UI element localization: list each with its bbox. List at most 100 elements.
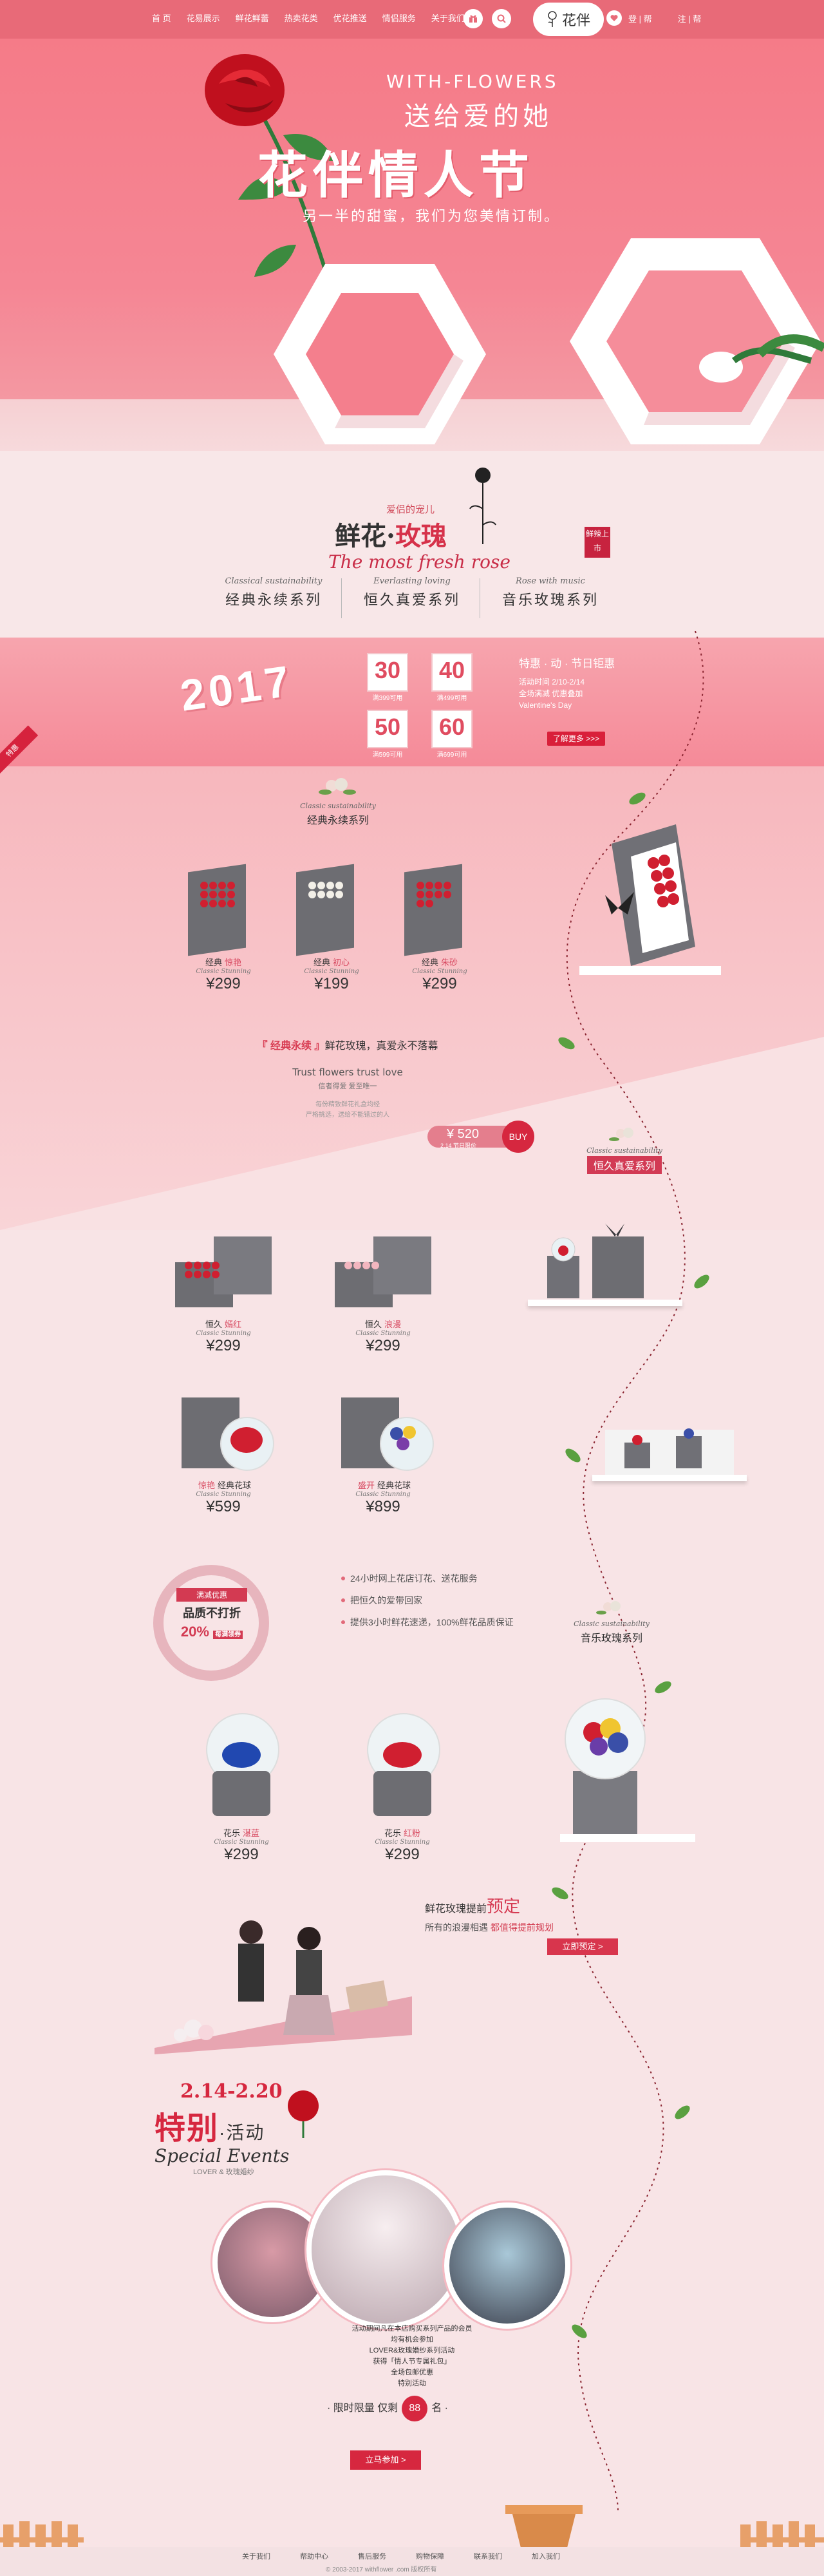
feature-block: 『 经典永续 』鲜花玫瑰，真爱永不落幕 Trust flowers trust …: [225, 1037, 470, 1121]
category-everlasting[interactable]: Everlasting loving 恒久真爱系列: [344, 576, 480, 609]
coupon-label: 满699可用: [436, 752, 467, 759]
rule-line: 均有机会参加: [391, 2336, 433, 2344]
coupon-value: 50: [374, 714, 401, 740]
product-image: [385, 862, 494, 956]
nav-item-fresh[interactable]: 鲜花鲜蕾: [235, 14, 269, 23]
service-list: 24小时网上花店订花、送花服务 把恒久的爱带回家 提供3小时鲜花速递，100%鲜…: [315, 1567, 514, 1633]
hero-line1: WITH-FLOWERS: [386, 71, 559, 92]
category-classic[interactable]: Classical sustainability 经典永续系列: [206, 576, 341, 609]
footer-link[interactable]: 购物保障: [416, 2553, 444, 2561]
promo-line: Valentine's Day: [519, 701, 572, 710]
nav-menu: 首 页 花易展示 鲜花鲜蕾 热卖花类 优花推送 情侣服务 关于我们: [152, 12, 465, 24]
product-name-a: 惊艳: [198, 1481, 215, 1490]
nav-item-home[interactable]: 首 页: [152, 14, 171, 23]
product-en: Classic Stunning: [355, 1330, 411, 1337]
promo-more-button[interactable]: 了解更多 >>>: [547, 732, 605, 746]
product-name-a: 经典: [421, 958, 438, 967]
hero-slogan: 另一半的甜蜜，我们为您美情订制。: [303, 209, 561, 225]
heart-icon[interactable]: [606, 10, 622, 26]
feature-sub: 信者得爱 爱至唯一: [318, 1083, 377, 1090]
product-card[interactable]: 经典惊艳 Classic Stunning ¥299: [169, 862, 278, 993]
nav-item-show[interactable]: 花易展示: [186, 14, 220, 23]
event-line: LOVER & 玫瑰婚纱: [193, 2168, 254, 2176]
product-image: [169, 1385, 278, 1475]
buy-button[interactable]: BUY: [502, 1121, 534, 1153]
product-card[interactable]: 经典初心 Classic Stunning ¥199: [277, 862, 386, 993]
rule-line: LOVER&玫瑰婚纱系列活动: [369, 2347, 455, 2354]
rose-sketch-icon: [469, 468, 496, 544]
flower-bouquet-icon: [609, 1128, 633, 1141]
feature-heading-a: 『 经典永续 』: [257, 1041, 325, 1052]
series-en: Classic sustainability: [574, 1620, 650, 1628]
nav-item-hot[interactable]: 热卖花类: [284, 14, 318, 23]
feature-desc: 每份精致鲜花礼盒均经严格挑选，送给不能错过的人: [225, 1100, 470, 1121]
preorder-button[interactable]: 立即预定 >: [547, 1938, 618, 1955]
product-card[interactable]: 惊艳经典花球 Classic Stunning ¥599: [169, 1385, 278, 1516]
nav-item-about[interactable]: 关于我们: [431, 14, 465, 23]
promo-line: 活动时间 2/10-2/14: [519, 677, 585, 687]
category-music[interactable]: Rose with music 音乐玫瑰系列: [483, 576, 618, 609]
join-button[interactable]: 立马参加 >: [350, 2450, 421, 2470]
limited-unit: 名 ·: [431, 2403, 449, 2414]
product-card[interactable]: 经典朱砂 Classic Stunning ¥299: [385, 862, 494, 993]
login-link[interactable]: 登 | 帮: [628, 14, 652, 24]
product-price: ¥299: [422, 975, 457, 992]
footer: 关于我们 帮助中心 售后服务 购物保障 联系我们 加入我们 © 2003-201…: [0, 2547, 824, 2576]
display-shelf: [592, 1475, 747, 1481]
divider: [341, 578, 342, 618]
footer-link[interactable]: 加入我们: [532, 2553, 560, 2561]
search-icon[interactable]: [492, 9, 511, 28]
product-card[interactable]: 花乐红粉 Classic Stunning ¥299: [348, 1707, 457, 1864]
product-en: Classic Stunning: [375, 1839, 430, 1846]
footer-link[interactable]: 帮助中心: [300, 2553, 328, 2561]
hero-line2: 送给爱的她: [404, 102, 552, 131]
feature-heading-b: 鲜花玫瑰，真爱永不落幕: [324, 1041, 438, 1052]
product-name-a: 盛开: [357, 1481, 375, 1490]
product-en: Classic Stunning: [355, 1491, 411, 1498]
series-zh: 经典永续系列: [306, 815, 369, 826]
footer-link[interactable]: 关于我们: [242, 2553, 270, 2561]
product-name-a: 恒久: [364, 1320, 382, 1329]
coupon-value: 60: [438, 714, 465, 740]
copyright: © 2003-2017 withflower .com 版权所有: [326, 2566, 437, 2573]
brand-logo[interactable]: 花伴: [533, 3, 604, 36]
footer-link[interactable]: 联系我们: [474, 2553, 502, 2561]
event-title: 特别·活动: [154, 2103, 289, 2148]
product-en: Classic Stunning: [196, 1491, 251, 1498]
wreath-percent: 20%: [180, 1624, 209, 1640]
price-tag-sub: 2.14 节日限价: [440, 1142, 477, 1149]
category-en: Rose with music: [516, 576, 585, 586]
music-box-image: [560, 1698, 695, 1842]
product-name-a: 花乐: [384, 1828, 401, 1838]
rose-icon: [288, 2090, 319, 2138]
product-card[interactable]: 恒久嫣红 Classic Stunning ¥299: [169, 1224, 278, 1355]
promo-head: 特惠 · 动 · 节日钜惠: [519, 658, 615, 670]
product-price: ¥299: [366, 1337, 400, 1354]
product-image: [277, 862, 386, 956]
product-name-a: 花乐: [223, 1828, 240, 1838]
product-price: ¥299: [385, 1846, 420, 1863]
coupon-60[interactable]: 60 满699可用: [431, 710, 473, 759]
product-en: Classic Stunning: [304, 968, 359, 975]
event-title-sub: ·活动: [219, 2123, 265, 2143]
product-card[interactable]: 恒久浪漫 Classic Stunning ¥299: [328, 1224, 438, 1355]
product-name-b: 初心: [333, 958, 350, 967]
nav-item-recommend[interactable]: 优花推送: [333, 14, 367, 23]
footer-link[interactable]: 售后服务: [358, 2553, 386, 2561]
discount-wreath[interactable]: 满减优惠 品质不打折 20% 每满领券: [153, 1565, 269, 1681]
event-date: 2.14-2.20: [180, 2080, 283, 2103]
nav-item-service[interactable]: 情侣服务: [382, 14, 416, 23]
product-card[interactable]: 盛开经典花球 Classic Stunning ¥899: [328, 1385, 438, 1516]
register-link[interactable]: 注 | 帮: [677, 14, 702, 24]
wreath-inner: 满减优惠 品质不打折 20% 每满领券: [176, 1588, 247, 1640]
wreath-label: 满减优惠: [176, 1588, 247, 1602]
gift-icon[interactable]: [464, 9, 483, 28]
rule-line: 获得「情人节专属礼包」: [373, 2358, 451, 2365]
preorder-heading: 鲜花玫瑰提前预定: [425, 1893, 554, 1917]
product-card[interactable]: 花乐湛蓝 Classic Stunning ¥299: [187, 1707, 296, 1864]
flower-bouquet-icon: [319, 778, 356, 795]
